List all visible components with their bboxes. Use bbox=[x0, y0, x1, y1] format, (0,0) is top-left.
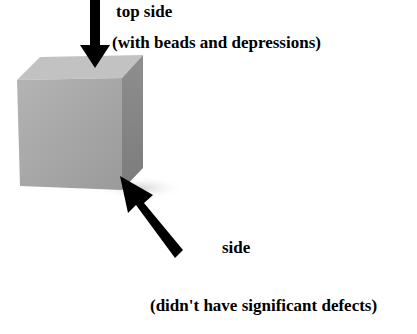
annotation-label: (didn't have significant defects) bbox=[150, 296, 377, 316]
annotation-label: top side bbox=[116, 2, 172, 22]
annotation-label: (with beads and depressions) bbox=[112, 33, 321, 53]
annotation-label: side bbox=[222, 238, 250, 258]
side-arrow bbox=[120, 176, 183, 258]
cube-right-face bbox=[122, 55, 143, 190]
cube-front-face bbox=[17, 78, 122, 190]
top-arrow bbox=[80, 0, 110, 68]
